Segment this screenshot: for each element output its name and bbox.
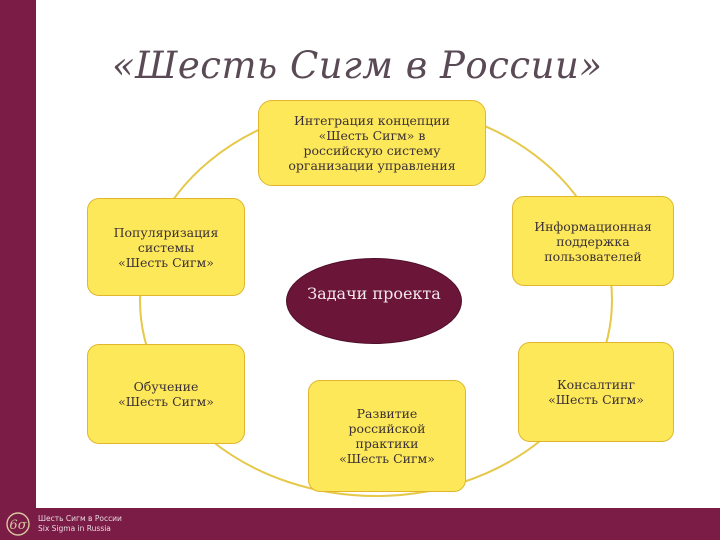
task-box-integration: Интеграция концепции «Шесть Сигм» в росс…: [258, 100, 486, 186]
slide-title: «Шесть Сигм в России»: [112, 44, 603, 87]
task-box-development: Развитие российской практики «Шесть Сигм…: [308, 380, 466, 492]
footer-line-2: Six Sigma in Russia: [38, 524, 111, 533]
six-sigma-logo-icon: 6σ: [6, 512, 30, 536]
footer-line-1: Шесть Сигм в России: [38, 514, 122, 523]
task-box-training: Обучение «Шесть Сигм»: [87, 344, 245, 444]
center-ellipse: [286, 258, 462, 344]
svg-text:6σ: 6σ: [9, 518, 27, 533]
footer-bar: [0, 508, 720, 540]
task-box-info-support: Информационная поддержка пользователей: [512, 196, 674, 286]
left-accent-bar: [0, 0, 36, 540]
task-box-consulting: Консалтинг «Шесть Сигм»: [518, 342, 674, 442]
center-label: Задачи проекта: [307, 284, 441, 303]
footer-logo-text: Шесть Сигм в России Six Sigma in Russia: [38, 514, 122, 534]
task-box-popularization: Популяризация системы «Шесть Сигм»: [87, 198, 245, 296]
